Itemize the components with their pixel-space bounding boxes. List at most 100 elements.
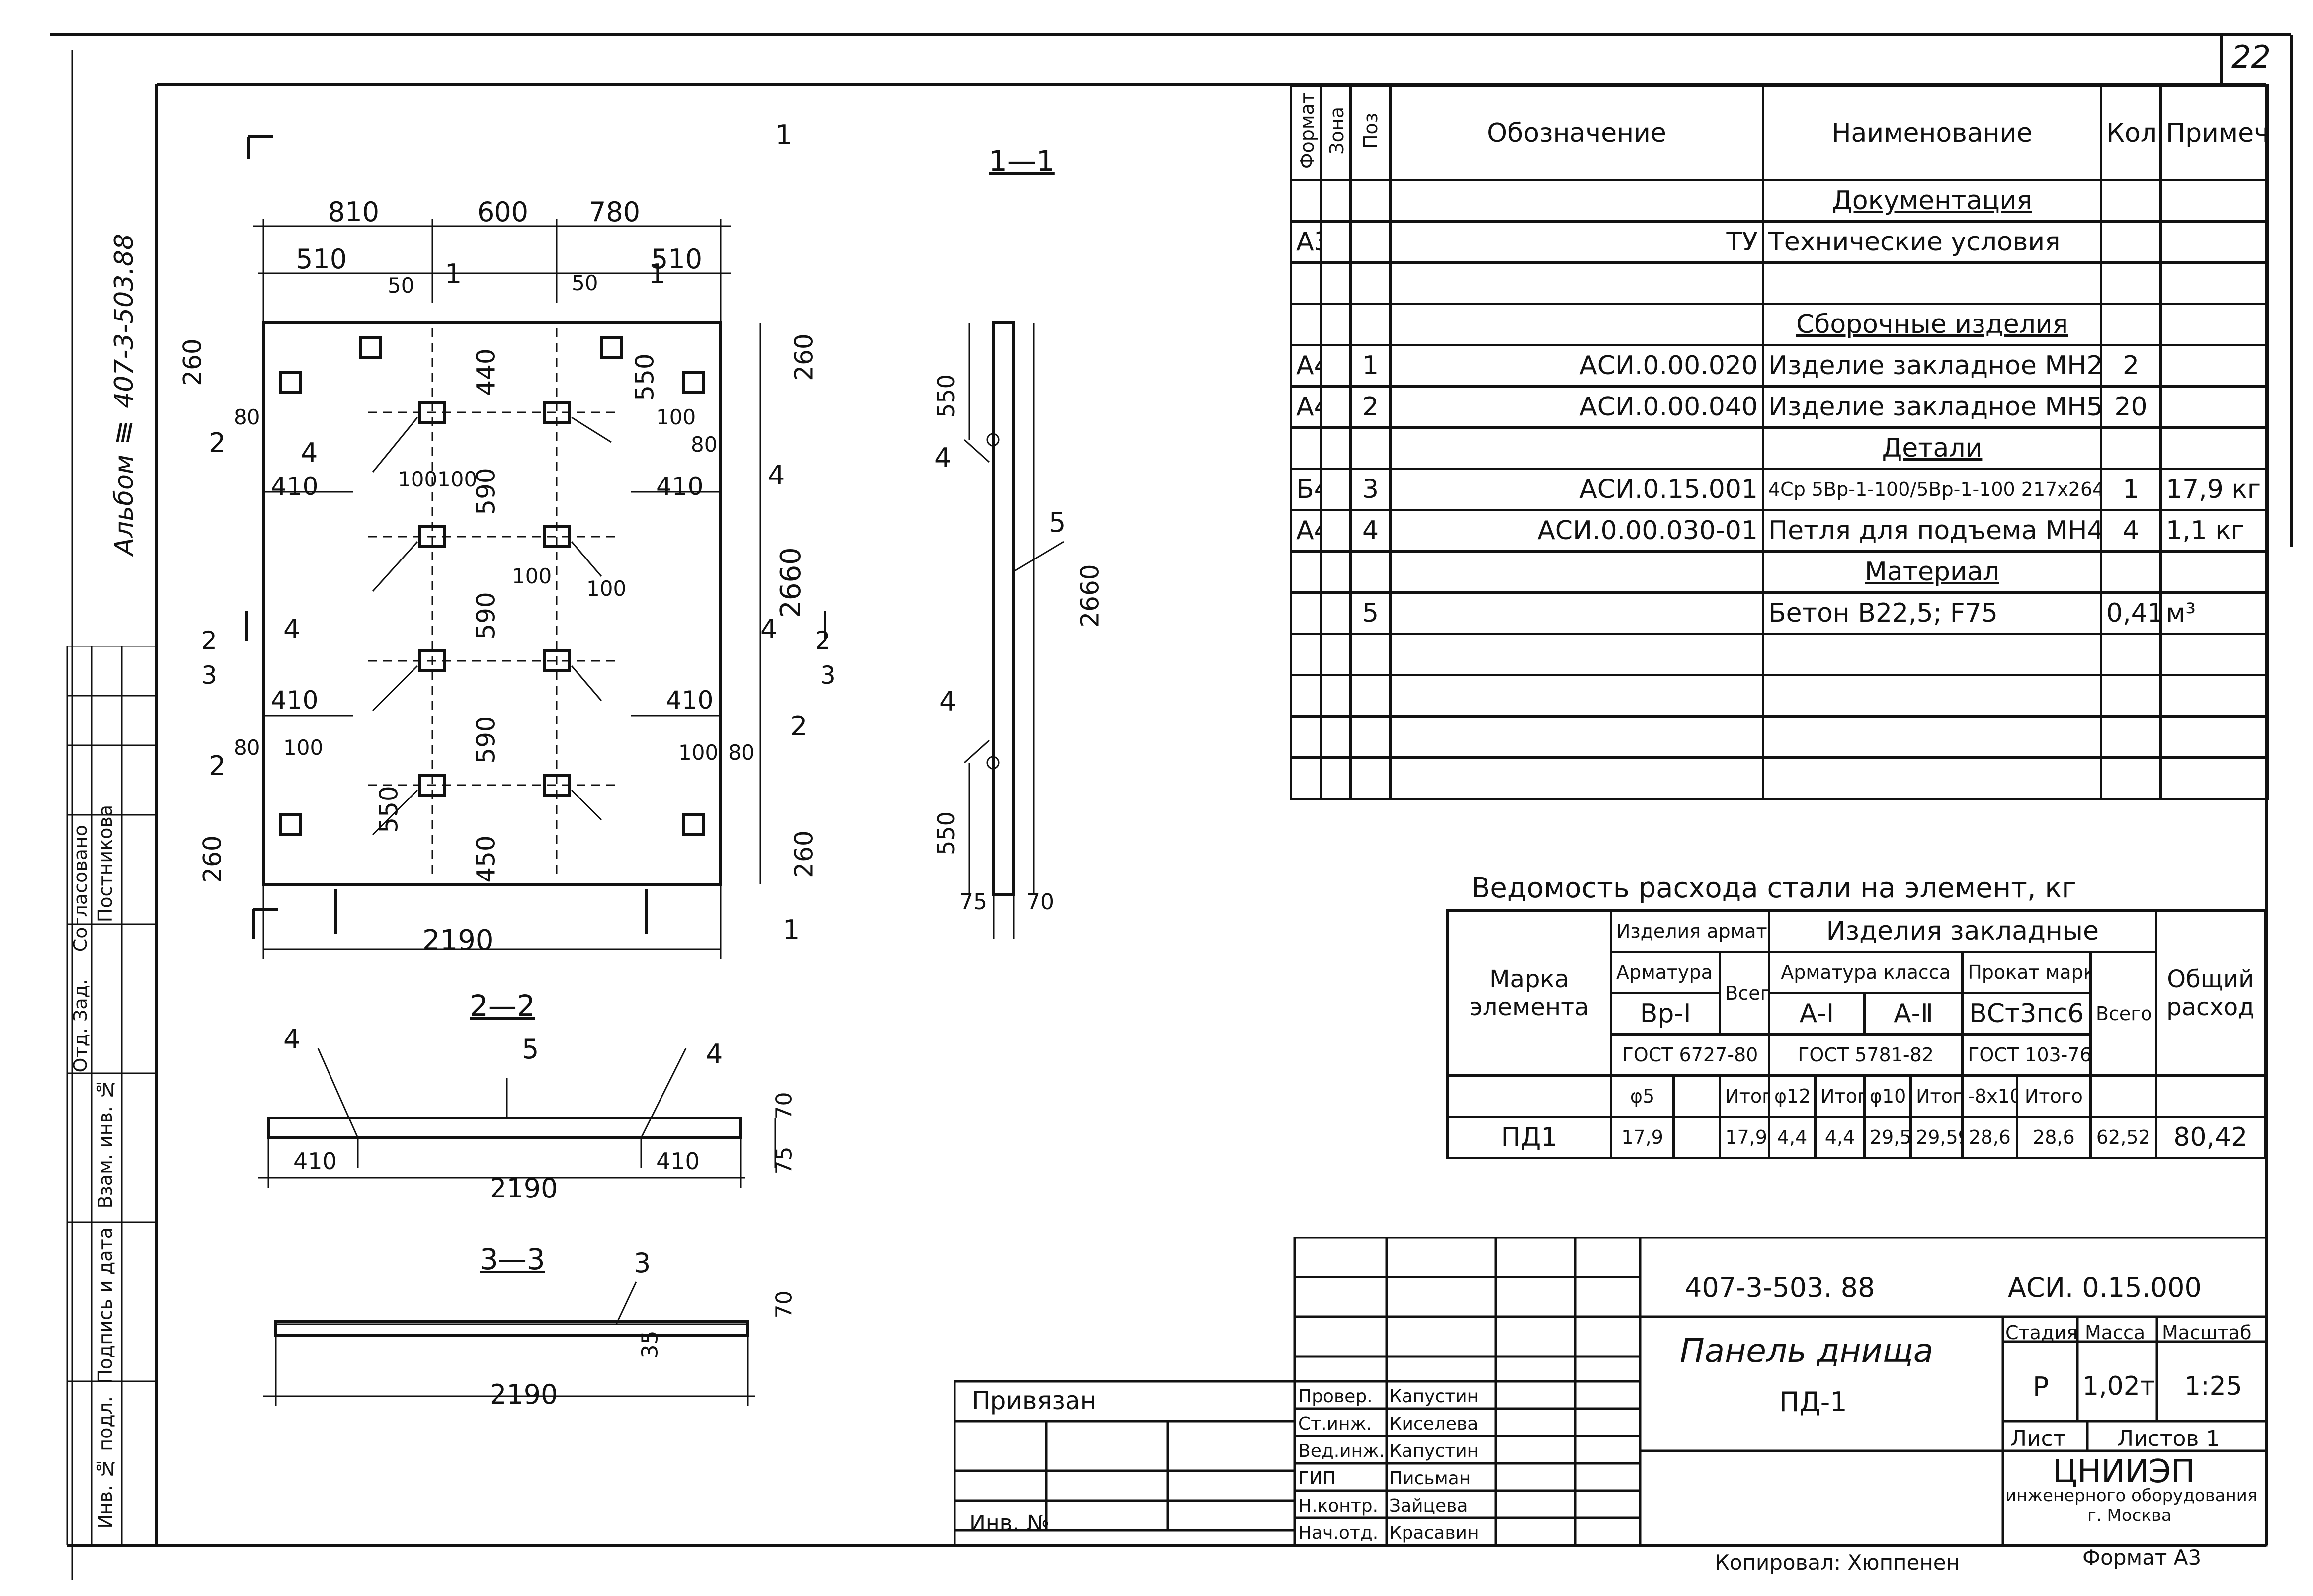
steel-h-arm: Изделия арматурн. [1609, 909, 1770, 953]
steel-row-3: 17,9 [1719, 1116, 1770, 1159]
spec-cell-fmt [1290, 591, 1322, 635]
sheet-number: 22 [2231, 39, 2271, 75]
spec-cell-zone [1320, 715, 1352, 759]
steel-sub-7: -8х100 [1961, 1074, 2018, 1118]
dim-260-bl: 260 [198, 835, 227, 883]
steel-h-prokat: Прокат марки [1961, 951, 2092, 994]
spec-cell-zone [1320, 674, 1352, 718]
dim-100-b: 100 [437, 467, 478, 491]
spec-cell-note [2159, 633, 2269, 676]
sec33-pos-3: 3 [634, 1247, 651, 1278]
sec11-pos-4-bottom: 4 [939, 686, 957, 717]
spec-cell-des [1389, 550, 1764, 594]
spec-row [1290, 674, 2269, 718]
spec-cell-des [1389, 426, 1764, 470]
spec-cell-zone [1320, 179, 1352, 223]
steel-row-8: 28,6 [1961, 1116, 2018, 1159]
spec-row: Материал [1290, 550, 2269, 594]
spec-cell-fmt [1290, 674, 1322, 718]
spec-cell-note [2159, 426, 2269, 470]
spec-cell-pos [1349, 261, 1392, 305]
section-3-3 [263, 1281, 755, 1406]
spec-cell-note [2159, 674, 2269, 718]
spec-cell-pos [1349, 674, 1392, 718]
steel-sub-0: φ5 [1609, 1074, 1675, 1118]
spec-cell-name [1762, 633, 2102, 676]
steel-row-6: 29,52 [1863, 1116, 1912, 1159]
spec-cell-note: 1,1 кг [2159, 509, 2269, 553]
spec-cell-qty [2100, 303, 2162, 346]
tb-org3: г. Москва [2087, 1506, 2172, 1525]
spec-cell-pos [1349, 426, 1392, 470]
steel-table: Марка элемента Изделия арматурн. Изделия… [1446, 909, 2267, 1159]
spec-cell-qty [2100, 633, 2162, 676]
dim-80-d: 80 [691, 432, 718, 457]
spec-cell-note [2159, 385, 2269, 429]
tb-sheet-h: Лист [2010, 1426, 2066, 1451]
dim-410-c: 410 [271, 686, 319, 715]
sec11-dim-75: 75 [959, 889, 987, 915]
tb-asi-code: АСИ. 0.15.000 [2008, 1272, 2202, 1303]
steel-row-1: 17,9 [1609, 1116, 1675, 1159]
spec-cell-zone [1320, 426, 1352, 470]
tb-mass: 1,02т [2082, 1371, 2155, 1401]
spec-cell-fmt: А4 [1290, 344, 1322, 388]
tb-doc-code: 407-3-503. 88 [1685, 1272, 1875, 1303]
steel-sub-6: Итого [1909, 1074, 1964, 1118]
spec-cell-pos: 3 [1349, 468, 1392, 511]
sec33-dim-2190: 2190 [490, 1379, 558, 1410]
pos-2-br: 2 [790, 711, 808, 742]
spec-row [1290, 715, 2269, 759]
steel-gost1: ГОСТ 6727-80 [1609, 1033, 1770, 1077]
tb-org2: инженерного оборудования [2005, 1486, 2258, 1506]
spec-cell-name: Бетон В22,5; F75 [1762, 591, 2102, 635]
dim-410-b: 410 [656, 472, 704, 501]
spec-cell-name: Изделие закладное МН5 [1762, 385, 2102, 429]
section-2-2 [258, 1048, 776, 1188]
spec-cell-qty [2100, 756, 2162, 800]
dim-total-height: 2660 [774, 547, 807, 618]
spec-cell-name: Петля для подъема МН4 [1762, 509, 2102, 553]
spec-cell-note [2159, 550, 2269, 594]
dim-410-d: 410 [666, 686, 714, 715]
dim-100-d: 100 [586, 576, 627, 601]
tb-role: Н.контр. [1298, 1496, 1379, 1516]
strip-postnikova: Постникова [94, 805, 116, 923]
left-strip-grid [67, 646, 157, 1545]
steel-h-mark: Марка элемента [1446, 909, 1612, 1077]
sec22-dim-70: 70 [771, 1092, 797, 1120]
spec-cell-name: Документация [1762, 179, 2102, 223]
tb-person: Капустин [1389, 1441, 1479, 1461]
spec-cell-fmt [1290, 179, 1322, 223]
spec-row [1290, 756, 2269, 800]
dim-590-b: 590 [471, 592, 500, 639]
spec-cell-pos [1349, 633, 1392, 676]
steel-row-5: 4,4 [1814, 1116, 1866, 1159]
spec-cell-fmt: Б4 [1290, 468, 1322, 511]
cut-label-3-left: 3 [201, 661, 217, 690]
tb-stage-h: Стадия [2005, 1322, 2078, 1344]
spec-cell-pos: 1 [1349, 344, 1392, 388]
spec-h-pos: Поз [1349, 84, 1392, 181]
steel-sub-blank2 [2089, 1074, 2157, 1118]
spec-row [1290, 261, 2269, 305]
steel-row-9: 28,6 [2015, 1116, 2092, 1159]
steel-row-4: 4,4 [1767, 1116, 1817, 1159]
spec-cell-des: АСИ.0.00.030-01 [1389, 509, 1764, 553]
spec-cell-des [1389, 715, 1764, 759]
panel-plan-view [245, 135, 826, 959]
strip-inv-original: Инв. № подл. [94, 1396, 116, 1529]
tb-person: Зайцева [1389, 1496, 1468, 1516]
sec22-dim-75: 75 [771, 1146, 797, 1175]
tb-person: Капустин [1389, 1386, 1479, 1407]
dim-100-c: 100 [512, 564, 552, 588]
spec-cell-pos [1349, 550, 1392, 594]
dim-410-a: 410 [271, 472, 319, 501]
sec11-pos-5: 5 [1049, 507, 1066, 538]
steel-sub-5: φ10 [1863, 1074, 1912, 1118]
steel-sub-blank [1446, 1074, 1612, 1118]
spec-h-designation: Обозначение [1389, 84, 1764, 181]
cut-label-3-right: 3 [820, 661, 836, 690]
